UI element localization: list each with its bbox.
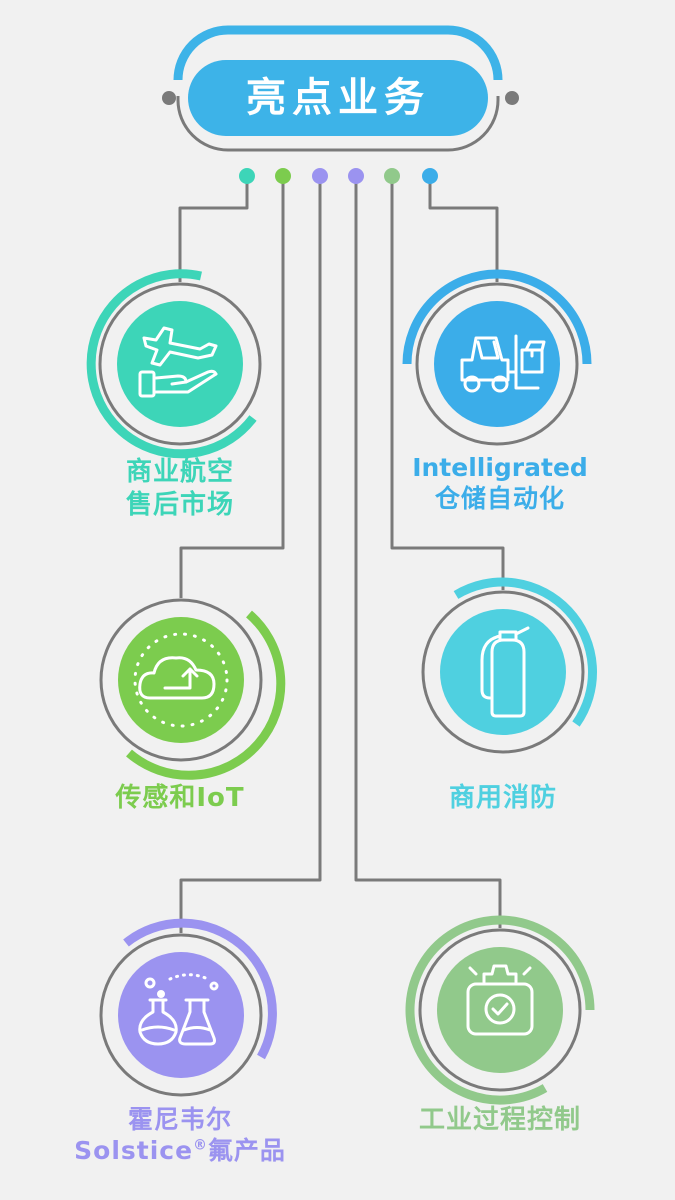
title-dot-right: [505, 91, 519, 105]
label-solstice: 霍尼韦尔 Solstice®氟产品: [60, 1104, 300, 1167]
node-intelligrated: [402, 269, 592, 446]
label-solstice-line1: 霍尼韦尔: [127, 1105, 232, 1134]
dot-aviation: [239, 168, 255, 184]
dot-solstice: [312, 168, 328, 184]
node-solstice: [99, 918, 277, 1097]
connector-solstice: [179, 176, 322, 933]
gear-check-icon: [466, 964, 534, 1036]
label-fire: 商用消防: [403, 782, 603, 815]
plane-hand-icon: [138, 326, 218, 398]
connector-lines: [178, 176, 505, 933]
label-aviation-line1: 商业航空: [125, 457, 234, 487]
node-iot: [99, 598, 286, 780]
label-process: 工业过程控制: [385, 1104, 615, 1137]
label-intelligrated-line2: 仓储自动化: [434, 484, 565, 514]
node-aviation: [86, 269, 262, 459]
label-solstice-brand: Solstice: [74, 1136, 194, 1166]
label-intelligrated: Intelligrated 仓储自动化: [390, 452, 610, 515]
dot-iot: [275, 168, 291, 184]
junction-dots: [239, 168, 438, 184]
label-solstice-product: 氟产品: [207, 1136, 286, 1166]
label-fire-line1: 商用消防: [448, 783, 557, 813]
title-frame: [162, 25, 519, 152]
node-fire: [421, 577, 597, 754]
label-aviation: 商业航空 售后市场: [80, 456, 280, 521]
dot-process: [384, 168, 400, 184]
label-aviation-line2: 售后市场: [125, 489, 234, 520]
fire-extinguisher-icon: [480, 626, 530, 718]
label-iot: 传感和IoT: [80, 782, 280, 815]
label-iot-line1: 传感和IoT: [115, 783, 245, 813]
connector-aviation: [178, 176, 249, 282]
page-title: 亮点业务: [246, 75, 430, 121]
dot-solstice-2: [348, 168, 364, 184]
chemistry-flask-icon: [138, 973, 219, 1046]
connector-intelligrated: [428, 176, 499, 282]
label-solstice-line2: Solstice®氟产品: [60, 1135, 300, 1166]
dot-intelligrated: [422, 168, 438, 184]
label-intelligrated-line1: Intelligrated: [412, 453, 588, 482]
title-dot-left: [162, 91, 176, 105]
connector-process: [354, 176, 502, 928]
title-pill: [188, 60, 488, 136]
node-process: [405, 915, 595, 1105]
cloud-upload-icon: [133, 632, 229, 728]
connector-fire: [390, 176, 505, 590]
label-solstice-reg: ®: [193, 1137, 208, 1154]
connector-iot: [179, 176, 285, 598]
label-process-line1: 工业过程控制: [418, 1105, 581, 1135]
forklift-icon: [460, 334, 546, 393]
